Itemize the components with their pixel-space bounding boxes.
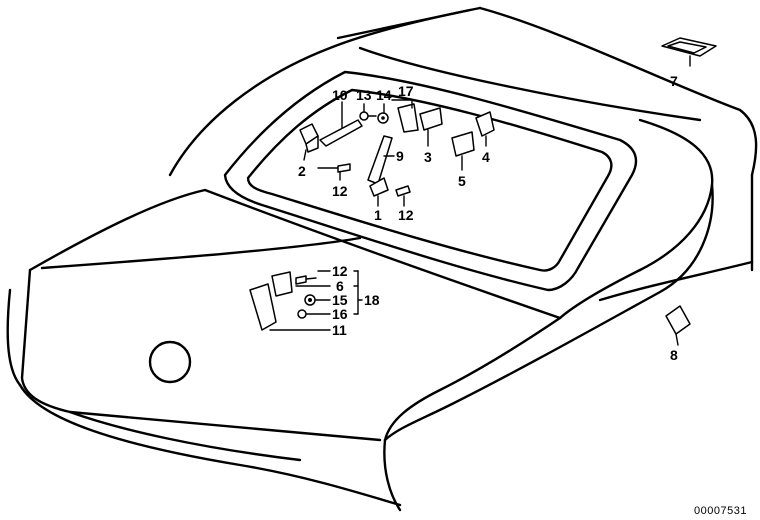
trunk-hinge-parts bbox=[249, 271, 317, 331]
part-7-clip bbox=[661, 37, 717, 67]
callout-labels: 10 13 14 17 2 9 3 4 5 12 1 12 7 8 12 6 1… bbox=[298, 73, 678, 363]
label-8: 8 bbox=[670, 347, 678, 363]
label-11: 11 bbox=[332, 322, 347, 338]
reference-number: 00007531 bbox=[694, 505, 747, 517]
label-12-trunk: 12 bbox=[332, 263, 348, 279]
label-17: 17 bbox=[398, 83, 414, 99]
label-14: 14 bbox=[376, 87, 392, 103]
label-16: 16 bbox=[332, 306, 348, 322]
label-3: 3 bbox=[424, 149, 432, 165]
label-5: 5 bbox=[458, 173, 466, 189]
label-13: 13 bbox=[356, 87, 372, 103]
label-6: 6 bbox=[336, 278, 344, 294]
part-8-clip bbox=[665, 305, 691, 346]
label-12-upper-right: 12 bbox=[398, 207, 414, 223]
label-1: 1 bbox=[374, 207, 382, 223]
label-10: 10 bbox=[332, 87, 348, 103]
label-15: 15 bbox=[332, 292, 348, 308]
label-4: 4 bbox=[482, 149, 490, 165]
label-2: 2 bbox=[298, 163, 306, 179]
hinge-parts-upper bbox=[299, 103, 495, 197]
label-7: 7 bbox=[670, 73, 678, 89]
label-18: 18 bbox=[364, 292, 380, 308]
label-12-upper-left: 12 bbox=[332, 183, 348, 199]
label-9: 9 bbox=[396, 148, 404, 164]
leader-lines bbox=[269, 99, 487, 331]
car-body-outline bbox=[6, 6, 758, 512]
